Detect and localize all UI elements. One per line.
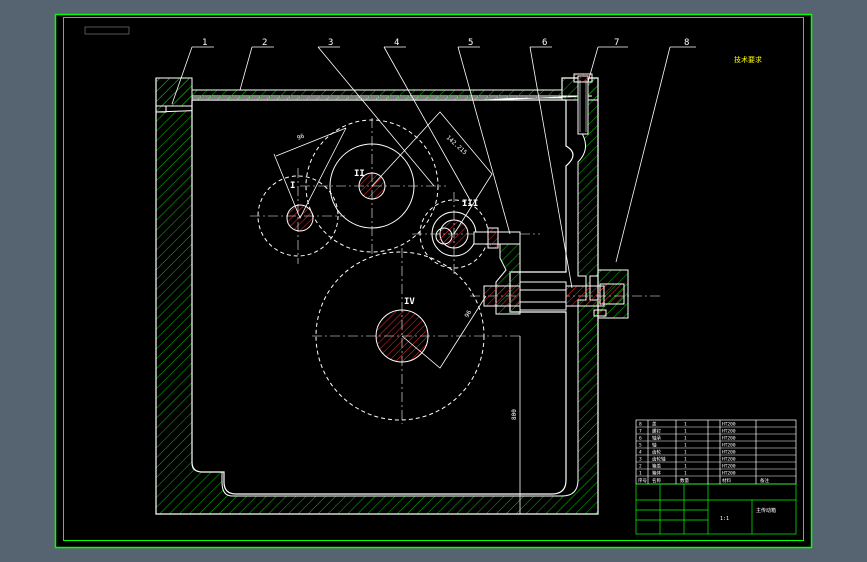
parts-cell-name: 螺钉 bbox=[652, 428, 661, 435]
parts-cell-no: 4 bbox=[639, 450, 642, 456]
header-material: 材料 bbox=[722, 477, 731, 484]
parts-cell-material: HT200 bbox=[722, 471, 736, 477]
parts-cell-qty: 1 bbox=[684, 464, 687, 470]
parts-cell-no: 8 bbox=[639, 422, 642, 428]
callout-numbers: 1 2 3 4 5 6 7 8 bbox=[202, 38, 689, 48]
parts-cell-qty: 1 bbox=[684, 450, 687, 456]
leader-6 bbox=[529, 46, 573, 289]
parts-cell-material: HT200 bbox=[722, 429, 736, 435]
callout-label: 5 bbox=[468, 38, 473, 48]
callout-leaders bbox=[171, 46, 696, 289]
dim-text-height: 800 bbox=[511, 409, 518, 420]
dim-angle-a bbox=[273, 127, 347, 219]
shaft-label: IV bbox=[404, 297, 415, 307]
leader-7 bbox=[587, 46, 599, 83]
parts-cell-name: 盖 bbox=[652, 421, 657, 428]
screw-7 bbox=[577, 75, 589, 135]
parts-cell-qty: 1 bbox=[684, 457, 687, 463]
header-no: 序号 bbox=[638, 477, 647, 484]
dim-text-a: 96 bbox=[296, 133, 306, 142]
outer-frame bbox=[54, 13, 813, 549]
parts-cell-material: HT200 bbox=[722, 436, 736, 442]
callout-label: 1 bbox=[202, 38, 207, 48]
technical-note: 技术要求 bbox=[734, 55, 762, 64]
callout-label: 4 bbox=[394, 38, 399, 48]
parts-cell-material: HT200 bbox=[722, 457, 736, 463]
inner-frame bbox=[63, 17, 804, 541]
corner-marker bbox=[84, 26, 130, 35]
title-texts: 序号 名称 数量 材料 备注 主传动箱 1:1 bbox=[638, 477, 776, 522]
title-frame bbox=[635, 483, 797, 535]
parts-cell-no: 6 bbox=[639, 436, 642, 442]
parts-cell-name: 箱盖 bbox=[652, 463, 661, 470]
dim-angle-b bbox=[371, 111, 493, 235]
shaft-label: I bbox=[290, 181, 295, 191]
parts-cell-name: 齿轮轴 bbox=[652, 456, 666, 463]
parts-cell-material: HT200 bbox=[722, 464, 736, 470]
header-qty: 数量 bbox=[680, 477, 689, 484]
dimension-lines bbox=[273, 111, 521, 514]
dim-line bbox=[275, 127, 347, 157]
parts-cell-qty: 1 bbox=[684, 422, 687, 428]
output-shaft bbox=[473, 227, 607, 317]
drawing-name: 主传动箱 bbox=[756, 507, 776, 514]
idler-gear bbox=[435, 227, 453, 245]
gear-I-outer bbox=[257, 175, 339, 257]
parts-cell-name: 齿轮 bbox=[652, 449, 661, 456]
shaft-hub bbox=[519, 281, 567, 311]
parts-cell-name: 轴承 bbox=[652, 435, 661, 442]
shaft-labels: I II III IV bbox=[290, 169, 478, 307]
dim-text-c: 96 bbox=[464, 309, 474, 319]
header-name: 名称 bbox=[652, 477, 661, 484]
parts-cell-no: 3 bbox=[639, 457, 642, 463]
callout-label: 7 bbox=[614, 38, 619, 48]
leader-1 bbox=[171, 46, 193, 105]
callout-label: 2 bbox=[262, 38, 267, 48]
shaft-label: II bbox=[354, 169, 365, 179]
callout-label: 3 bbox=[328, 38, 333, 48]
parts-cell-qty: 1 bbox=[684, 429, 687, 435]
leader-4 bbox=[383, 46, 471, 201]
parts-cell-qty: 1 bbox=[684, 436, 687, 442]
parts-cell-no: 2 bbox=[639, 464, 642, 470]
shaft-label: III bbox=[462, 199, 478, 209]
screw-head bbox=[573, 73, 593, 83]
parts-cell-material: HT200 bbox=[722, 422, 736, 428]
leader-8 bbox=[615, 46, 671, 263]
nut bbox=[593, 309, 607, 317]
housing-inner-outline bbox=[191, 99, 574, 495]
callout-label: 8 bbox=[684, 38, 689, 48]
parts-cell-material: HT200 bbox=[722, 443, 736, 449]
gearbox-housing bbox=[155, 73, 629, 515]
parts-cell-qty: 1 bbox=[684, 443, 687, 449]
dim-angle-c bbox=[401, 295, 487, 369]
scale-value: 1:1 bbox=[720, 516, 729, 522]
title-block bbox=[635, 419, 797, 535]
lid-left-flange bbox=[155, 77, 193, 107]
parts-cell-material: HT200 bbox=[722, 450, 736, 456]
callout-label: 6 bbox=[542, 38, 547, 48]
header-remark: 备注 bbox=[760, 477, 769, 484]
parts-cell-name: 箱体 bbox=[652, 470, 661, 477]
parts-cell-no: 7 bbox=[639, 429, 642, 435]
leader-3 bbox=[317, 46, 435, 187]
parts-cell-name: 轴 bbox=[652, 442, 657, 449]
leader-2 bbox=[239, 46, 253, 91]
parts-cell-qty: 1 bbox=[684, 471, 687, 477]
pin-head bbox=[487, 227, 499, 249]
housing-lid bbox=[191, 89, 563, 99]
parts-cell-no: 5 bbox=[639, 443, 642, 449]
leader-5 bbox=[457, 46, 511, 235]
parts-cell-no: 1 bbox=[639, 471, 642, 477]
